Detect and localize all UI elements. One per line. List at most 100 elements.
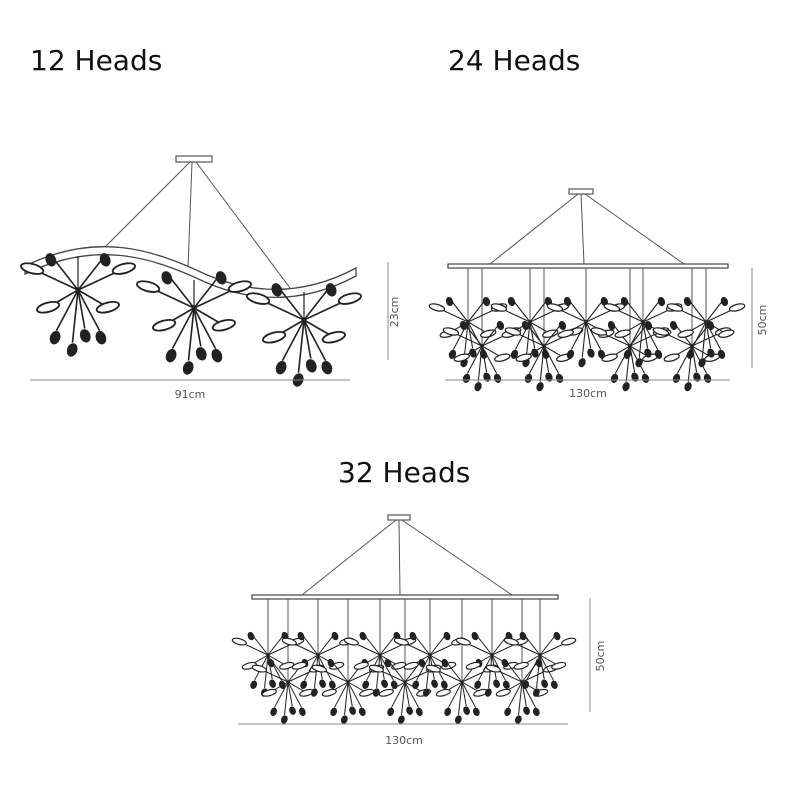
bulb-icon xyxy=(358,707,366,717)
suspension-wires xyxy=(101,161,291,289)
bulb-icon xyxy=(298,707,306,717)
bulb-icon xyxy=(297,631,305,641)
leaf-icon xyxy=(378,688,394,697)
leaf-icon xyxy=(465,661,481,670)
bulb-icon xyxy=(381,679,388,688)
bulb-icon xyxy=(328,680,336,690)
leaf-icon xyxy=(515,353,532,362)
bulb-icon xyxy=(474,680,482,690)
bulb-icon xyxy=(66,343,78,357)
bulb-icon xyxy=(440,680,448,690)
leaf-icon xyxy=(337,292,362,305)
leaf-icon xyxy=(136,280,161,293)
bulb-icon xyxy=(319,679,326,688)
bulb-icon xyxy=(684,382,692,392)
leaf-icon xyxy=(211,318,236,332)
ceiling-canopy xyxy=(175,155,213,163)
bulb-icon xyxy=(502,680,510,690)
leaf-icon xyxy=(677,329,694,338)
bulb-icon xyxy=(578,358,586,368)
bulb-icon xyxy=(289,706,296,715)
leaf-icon xyxy=(353,661,369,670)
leaf-icon xyxy=(425,664,441,673)
width-label: 130cm xyxy=(569,387,607,400)
bulb-icon xyxy=(359,631,367,641)
bulb-icon xyxy=(493,373,502,383)
leaf-icon xyxy=(495,688,511,697)
leaf-icon xyxy=(262,330,287,344)
bulb-icon xyxy=(409,631,417,641)
bulb-icon xyxy=(553,631,561,641)
bulb-icon xyxy=(459,320,468,331)
ceiling-canopy xyxy=(387,514,411,521)
leaf-icon xyxy=(20,262,45,275)
leaf-icon xyxy=(368,664,384,673)
leaf-icon xyxy=(321,330,346,344)
leaf-icon xyxy=(601,353,618,362)
leaf-icon xyxy=(485,664,501,673)
light-head-cluster xyxy=(20,253,136,357)
leaf-icon xyxy=(152,318,177,332)
diagram-24-heads: 130cm 50cm xyxy=(428,188,769,400)
leaf-icon xyxy=(551,661,567,670)
bulb-icon xyxy=(555,373,564,383)
bulb-icon xyxy=(250,680,258,690)
bulb-icon xyxy=(300,680,308,690)
leaf-icon xyxy=(557,329,574,338)
ceiling-canopy xyxy=(568,188,594,195)
bulb-icon xyxy=(703,373,712,383)
bulb-icon xyxy=(550,680,558,690)
bulb-icon xyxy=(532,707,540,717)
light-head-cluster xyxy=(503,631,577,697)
leaf-icon xyxy=(251,664,267,673)
bulb-icon xyxy=(693,372,701,382)
bulb-icon xyxy=(471,631,479,641)
bulb-icon xyxy=(161,271,173,285)
bulb-icon xyxy=(720,296,729,307)
bulb-icon xyxy=(340,715,348,724)
leaf-icon xyxy=(666,303,684,312)
light-head-cluster xyxy=(311,658,385,724)
bulb-icon xyxy=(532,688,540,697)
bulb-icon xyxy=(545,372,553,382)
bulb-icon xyxy=(182,361,194,375)
leaf-icon xyxy=(227,280,252,293)
title-12-heads: 12 Heads xyxy=(30,44,163,77)
bulb-icon xyxy=(524,373,533,383)
bulb-icon xyxy=(587,348,595,358)
leaf-icon xyxy=(111,262,136,275)
bulb-icon xyxy=(349,706,356,715)
leaf-icon xyxy=(453,353,470,362)
bulb-icon xyxy=(510,349,519,359)
bulb-icon xyxy=(541,679,548,688)
leaf-icon xyxy=(614,329,631,338)
horizontal-bar xyxy=(251,594,559,600)
bulb-icon xyxy=(431,679,438,688)
bulb-icon xyxy=(330,707,338,717)
bulb-icon xyxy=(211,348,223,363)
bulb-icon xyxy=(463,706,470,715)
bulb-icon xyxy=(654,349,663,359)
bulb-icon xyxy=(45,253,57,267)
bulb-icon xyxy=(247,631,255,641)
leaf-icon xyxy=(281,637,297,646)
bulb-icon xyxy=(566,349,575,359)
height-label: 50cm xyxy=(756,305,769,336)
bulb-icon xyxy=(271,283,283,297)
leaf-icon xyxy=(261,688,277,697)
bulb-icon xyxy=(536,382,544,392)
bulb-icon xyxy=(493,679,500,688)
leaf-icon xyxy=(590,327,608,336)
bulb-icon xyxy=(406,706,413,715)
leaf-icon xyxy=(718,329,735,338)
bulb-icon xyxy=(669,320,678,331)
leaf-icon xyxy=(503,637,519,646)
title-24-heads: 24 Heads xyxy=(448,44,581,77)
leaf-icon xyxy=(311,664,327,673)
bulb-icon xyxy=(635,358,643,368)
bulb-icon xyxy=(387,707,395,717)
leaf-icon xyxy=(391,661,407,670)
light-head-cluster xyxy=(368,658,442,724)
light-head-cluster xyxy=(136,271,252,375)
bulb-icon xyxy=(683,296,692,307)
